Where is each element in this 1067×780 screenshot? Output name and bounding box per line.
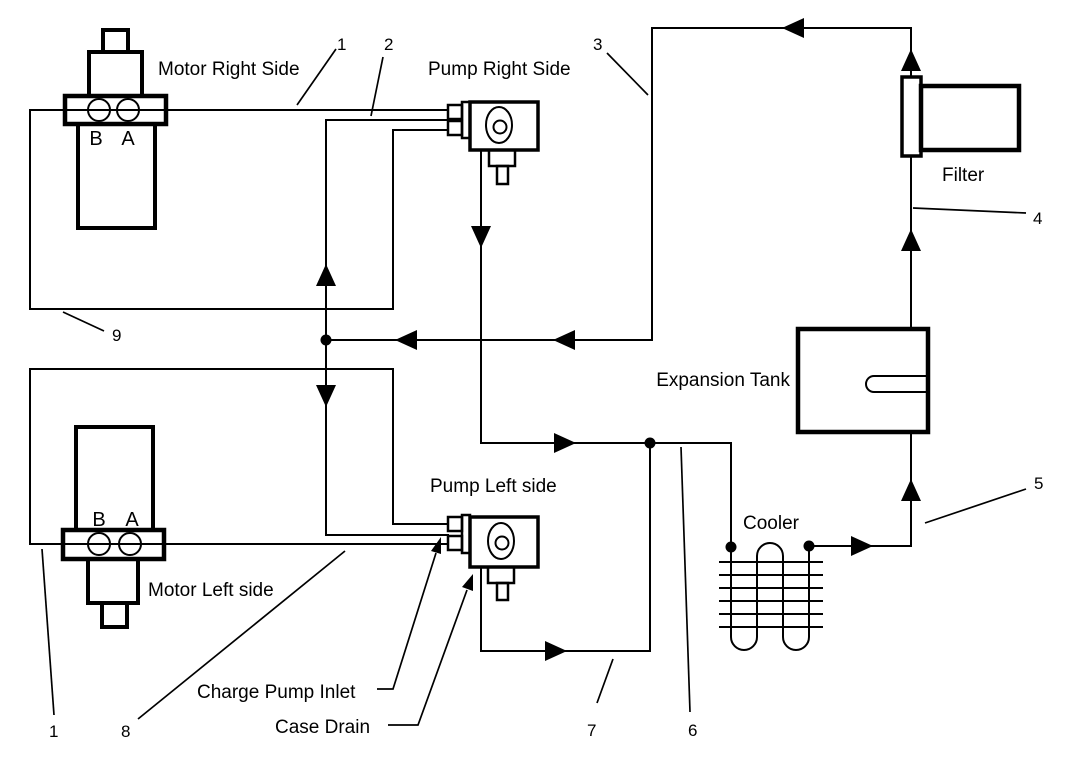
motor-right: B A [62, 28, 169, 230]
cooler-fins [719, 561, 823, 628]
motor-right-shaft-cap [101, 28, 130, 54]
filter-label: Filter [942, 165, 985, 186]
motor-left-port-b-label: B [92, 509, 105, 531]
line-cooler-to-tank [809, 432, 912, 547]
ref-6: 6 [688, 721, 697, 740]
charge-pump-inlet-arrowhead [431, 537, 441, 554]
ref-5: 5 [1034, 474, 1043, 493]
line-return-top [326, 27, 912, 341]
motor-right-shaft-housing [87, 50, 144, 98]
pump-left-stem [495, 581, 510, 602]
pump-right-base [487, 148, 517, 168]
line-pump-right-drain [480, 150, 732, 547]
pump-left-port-lower [446, 534, 464, 552]
text-labels: Motor Right Side Pump Right Side Filter … [148, 59, 985, 738]
leader-ref-6 [680, 446, 691, 713]
arrow-right-cooler-out [851, 536, 873, 556]
pump-right-rotor [485, 106, 513, 144]
leader-ref-7 [596, 658, 614, 704]
arrow-up-below-filter [901, 229, 921, 251]
pump-right-rotor-hub [492, 119, 508, 135]
motor-right-port-b-label: B [89, 128, 102, 150]
motor-left-port-a [118, 532, 142, 556]
ref-7: 7 [587, 721, 596, 740]
leader-ref-5 [924, 488, 1027, 524]
arrow-left-return-1 [395, 330, 417, 350]
arrow-up-above-filter [901, 49, 921, 71]
pump-left [446, 513, 540, 602]
motor-right-body [76, 122, 157, 230]
pump-right [446, 100, 540, 186]
motor-left-port-a-label: A [125, 509, 139, 531]
junction-charge-return [320, 334, 332, 346]
ref-4: 4 [1033, 209, 1042, 228]
pump-right-stem [495, 164, 510, 186]
arrow-left-return-2 [553, 330, 575, 350]
expansion-tank-body [795, 326, 931, 435]
motor-left-label: Motor Left side [148, 580, 274, 601]
arrow-left-top-return [782, 18, 804, 38]
motor-left: B A [60, 425, 167, 629]
ref-2: 2 [384, 35, 393, 54]
motor-right-label: Motor Right Side [158, 59, 300, 80]
expansion-tank-label: Expansion Tank [656, 370, 790, 391]
leader-lines [41, 48, 1027, 726]
ref-9: 9 [112, 326, 121, 345]
arrow-down-pump-right-drain [471, 226, 491, 248]
ref-8: 8 [121, 722, 130, 741]
ref-1-bottom: 1 [49, 722, 58, 741]
junction-drain-merge [644, 437, 656, 449]
leader-case-drain [388, 589, 468, 726]
arrow-down-charge [316, 385, 336, 407]
reference-numbers: 1 2 3 4 5 6 7 8 9 1 [49, 35, 1043, 741]
cooler-label: Cooler [743, 513, 800, 534]
pump-left-label: Pump Left side [430, 476, 557, 497]
flow-arrows [316, 18, 921, 661]
arrow-up-into-tank [901, 479, 921, 501]
filter-canister [918, 83, 1022, 153]
leader-ref-8 [137, 550, 346, 720]
motor-left-port-b [87, 532, 111, 556]
junction-dots [320, 334, 815, 553]
filter [900, 75, 1022, 158]
motor-right-port-b [87, 98, 111, 122]
leader-ref-3 [606, 52, 649, 96]
case-drain-arrowhead [462, 574, 473, 591]
arrow-right-drain-to-cooler [554, 433, 576, 453]
arrow-right-pump-left-drain [545, 641, 567, 661]
motor-left-shaft-housing [86, 557, 140, 605]
motor-left-body [74, 425, 155, 532]
pump-right-port-lower [446, 119, 464, 137]
line-charge-supply [325, 119, 449, 536]
expansion-tank [795, 326, 931, 435]
pump-right-port-upper [446, 103, 464, 121]
pump-left-rotor [487, 522, 515, 560]
leader-ref-1-bottom [41, 548, 55, 716]
leader-ref-2 [370, 56, 384, 117]
leader-ref-1-top [296, 48, 337, 106]
arrow-up-charge [316, 264, 336, 286]
pump-left-base [486, 565, 516, 585]
flow-lines [29, 27, 912, 652]
leader-ref-4 [912, 207, 1027, 214]
pump-right-label: Pump Right Side [428, 59, 571, 80]
ref-1-top: 1 [337, 35, 346, 54]
motor-right-port-a-label: A [121, 128, 135, 150]
cooler-coil [730, 542, 810, 651]
line-motor-right-loop [29, 109, 449, 310]
motor-left-shaft-cap [100, 601, 129, 629]
case-drain-label: Case Drain [275, 717, 370, 738]
charge-pump-inlet-label: Charge Pump Inlet [197, 682, 356, 703]
pump-left-port-upper [446, 515, 464, 533]
cooler [719, 542, 823, 651]
ref-3: 3 [593, 35, 602, 54]
line-motor-left-loop [29, 368, 449, 545]
pump-left-rotor-hub [494, 535, 510, 551]
filter-head [900, 75, 923, 158]
leader-charge-pump-inlet [377, 552, 437, 690]
motor-right-port-a [116, 98, 140, 122]
expansion-tank-tube [865, 375, 926, 393]
leader-ref-9 [62, 311, 105, 332]
